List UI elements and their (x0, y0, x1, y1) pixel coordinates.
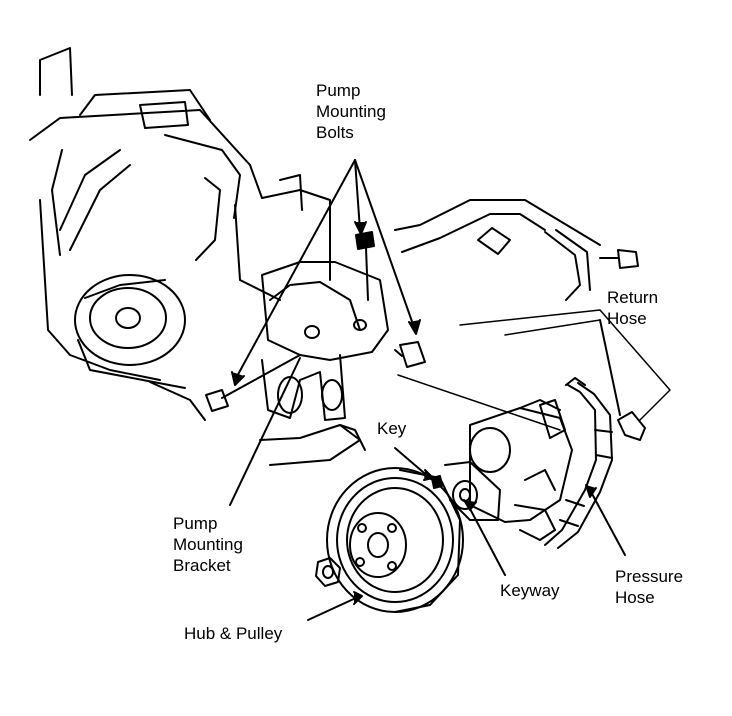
label-leaders (229, 319, 626, 621)
engine-block (29, 47, 601, 421)
bolt-right (394, 341, 426, 368)
label-key: Key (377, 419, 407, 438)
bolt-top (355, 231, 375, 301)
hub-pulley (326, 467, 464, 613)
label-return-hose: Return Hose (607, 288, 659, 328)
mounting-bracket (261, 261, 389, 421)
bolt-left (205, 354, 301, 412)
pump-body (444, 399, 573, 541)
crank-pulley (74, 274, 186, 389)
label-pump-mounting-bracket: Pump Mounting Bracket (173, 514, 243, 575)
label-pressure-hose: Pressure Hose (615, 567, 684, 607)
guide-lines (397, 309, 671, 431)
label-pump-mounting-bolts: Pump Mounting Bolts (316, 81, 386, 142)
drive-belt (59, 149, 131, 251)
bolt-return-line (599, 249, 639, 269)
hoses (544, 377, 646, 549)
label-hub-and-pulley: Hub & Pulley (184, 624, 283, 643)
hub-nut (315, 557, 341, 587)
lower-pipe (259, 424, 366, 466)
label-keyway: Keyway (500, 581, 560, 600)
